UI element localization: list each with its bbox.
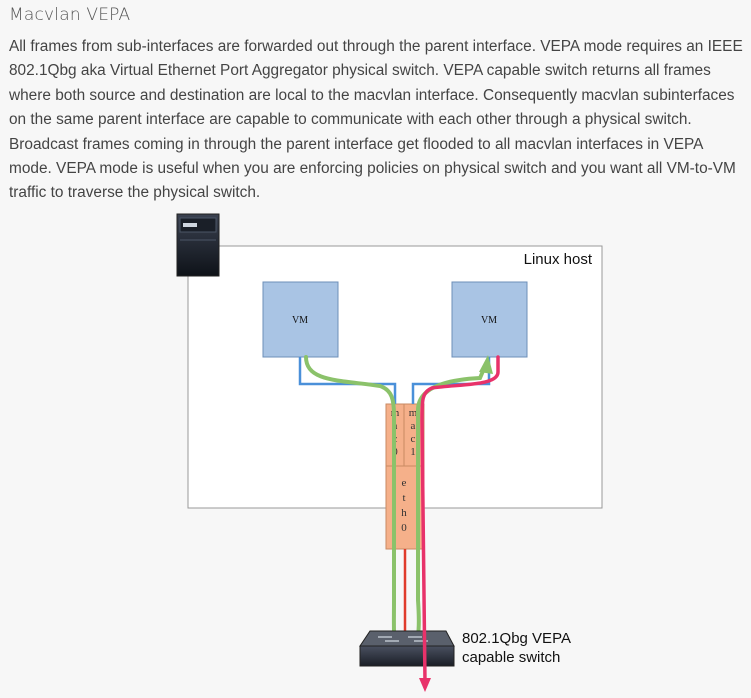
switch-label-line2: capable switch — [462, 649, 560, 666]
link-vm-left-mac0 — [298, 357, 397, 404]
pink-flow-path — [420, 355, 500, 684]
switch-icon — [359, 630, 455, 667]
linux-host-label: Linux host — [524, 251, 593, 268]
vm-right-box — [451, 281, 528, 358]
section-paragraph: All frames from sub-interfaces are forwa… — [9, 38, 743, 202]
mac1-letter-1: 1 — [410, 446, 416, 458]
eth0-letter-0: 0 — [401, 522, 407, 534]
eth0-letter-t: t — [402, 492, 405, 504]
eth0-letter-e: e — [402, 477, 407, 489]
mac1-letter-c: c — [411, 433, 416, 445]
mac1-letter-m: m — [409, 407, 418, 419]
section-title: Macvlan VEPA — [9, 5, 131, 25]
switch-label-line1: 802.1Qbg VEPA — [462, 630, 571, 647]
vm-left-label: VM — [292, 315, 308, 326]
eth0-letter-h: h — [401, 507, 407, 519]
vm-right-label: VM — [481, 315, 497, 326]
mac1-letter-a: a — [411, 420, 416, 432]
green-flow-arrowhead — [479, 355, 493, 374]
pink-flow-arrowhead — [419, 678, 431, 692]
server-icon — [176, 213, 220, 277]
